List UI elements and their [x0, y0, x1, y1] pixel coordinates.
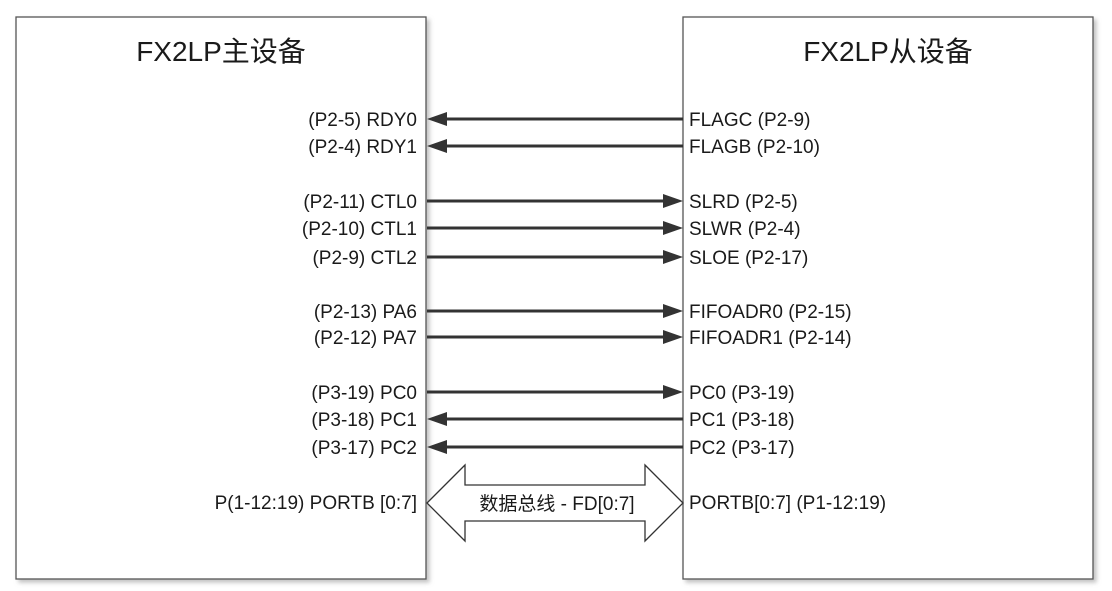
- signal-row: (P2-5) RDY0 FLAGC (P2-9): [308, 110, 810, 131]
- signal-row: (P2-13) PA6 FIFOADR0 (P2-15): [314, 302, 852, 323]
- arrow-right-icon: [663, 221, 683, 235]
- master-pin-label: (P2-11) CTL0: [303, 192, 417, 213]
- slave-pin-label: FIFOADR1 (P2-14): [689, 328, 852, 349]
- signals-layer: (P2-5) RDY0 FLAGC (P2-9) (P2-4) RDY1 FLAGB …: [302, 110, 852, 459]
- signal-row: (P2-4) RDY1 FLAGB (P2-10): [308, 137, 820, 158]
- slave-pin-label: PC0 (P3-19): [689, 383, 795, 404]
- master-pin-label: (P2-9) CTL2: [312, 248, 417, 269]
- signal-row: (P2-11) CTL0 SLRD (P2-5): [303, 192, 797, 213]
- master-pin-label: (P2-13) PA6: [314, 302, 417, 323]
- slave-pin-label: SLWR (P2-4): [689, 219, 801, 240]
- master-pin-label: (P3-17) PC2: [311, 438, 417, 459]
- slave-pin-label: FLAGC (P2-9): [689, 110, 810, 131]
- signal-row: (P3-17) PC2 PC2 (P3-17): [311, 438, 794, 459]
- slave-pin-label: SLRD (P2-5): [689, 192, 798, 213]
- master-pin-label: (P2-5) RDY0: [308, 110, 417, 131]
- data-bus-arrow: [426, 463, 684, 543]
- signal-row: (P3-19) PC0 PC0 (P3-19): [311, 383, 794, 404]
- slave-device-title: FX2LP从设备: [803, 36, 973, 67]
- master-pin-label: (P2-12) PA7: [314, 328, 417, 349]
- arrow-left-icon: [427, 412, 447, 426]
- arrow-right-icon: [663, 330, 683, 344]
- slave-pin-label: PC1 (P3-18): [689, 410, 795, 431]
- master-pin-label: (P3-18) PC1: [311, 410, 417, 431]
- arrow-right-icon: [663, 250, 683, 264]
- master-pin-label: (P2-4) RDY1: [308, 137, 417, 158]
- slave-pin-label: PC2 (P3-17): [689, 438, 795, 459]
- slave-pin-label: FLAGB (P2-10): [689, 137, 820, 158]
- master-pin-label: (P3-19) PC0: [311, 383, 417, 404]
- signal-row: (P3-18) PC1 PC1 (P3-18): [311, 410, 794, 431]
- signal-row: (P2-12) PA7 FIFOADR1 (P2-14): [314, 328, 852, 349]
- arrow-right-icon: [663, 304, 683, 318]
- slave-device-box: [682, 16, 1094, 580]
- master-pin-label: (P2-10) CTL1: [302, 219, 417, 240]
- data-bus-label: 数据总线 - FD[0:7]: [479, 493, 634, 515]
- arrow-left-icon: [427, 139, 447, 153]
- arrow-left-icon: [427, 112, 447, 126]
- slave-bus-pin-label: PORTB[0:7] (P1-12:19): [689, 493, 886, 514]
- arrow-right-icon: [663, 194, 683, 208]
- slave-pin-label: SLOE (P2-17): [689, 248, 808, 269]
- signal-row: (P2-10) CTL1 SLWR (P2-4): [302, 219, 801, 240]
- arrow-right-icon: [663, 385, 683, 399]
- arrow-left-icon: [427, 440, 447, 454]
- signal-row: (P2-9) CTL2 SLOE (P2-17): [312, 248, 808, 269]
- slave-pin-label: FIFOADR0 (P2-15): [689, 302, 852, 323]
- master-bus-pin-label: P(1-12:19) PORTB [0:7]: [215, 493, 417, 514]
- master-device-title: FX2LP主设备: [136, 36, 306, 67]
- master-device-box: [15, 16, 427, 580]
